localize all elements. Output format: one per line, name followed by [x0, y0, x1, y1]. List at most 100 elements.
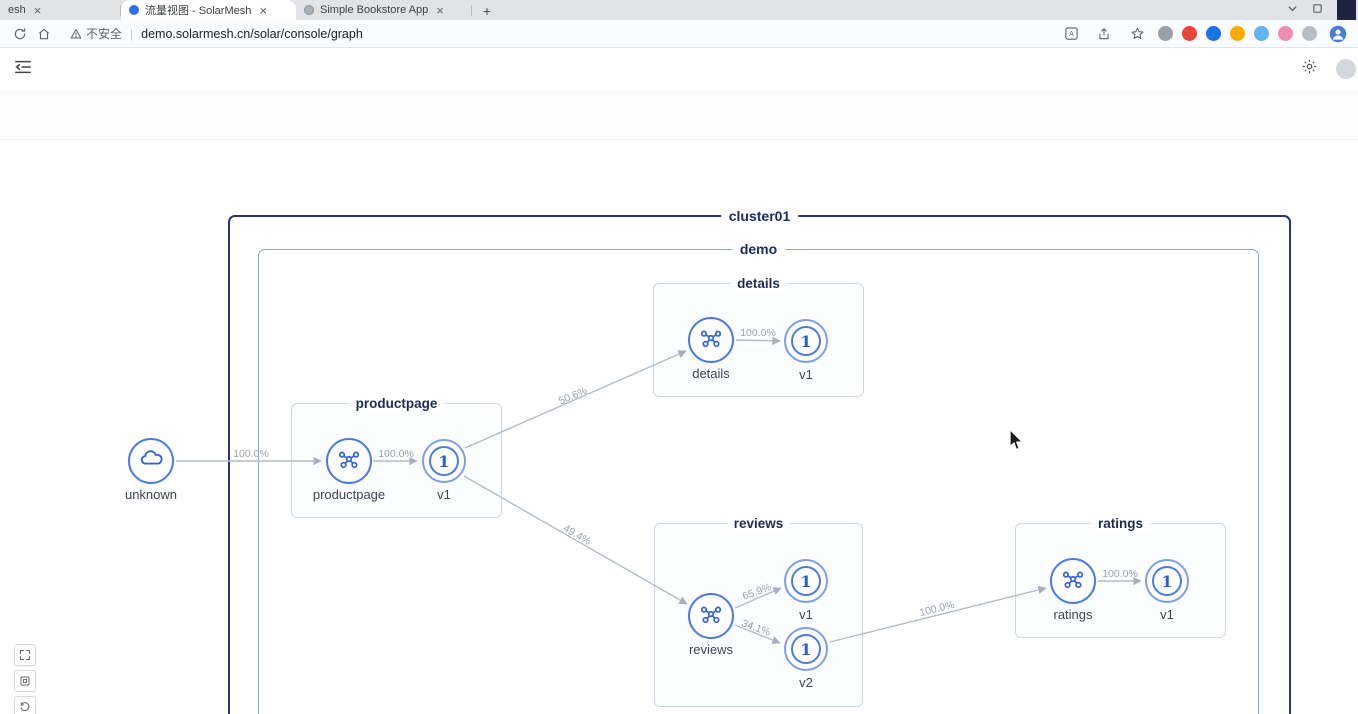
- extension-icon[interactable]: [1158, 26, 1173, 41]
- home-icon[interactable]: [32, 22, 56, 46]
- translate-icon[interactable]: A: [1059, 22, 1083, 46]
- window-corner: [1337, 0, 1356, 20]
- extension-icon[interactable]: [1278, 26, 1293, 41]
- node-reviews-v1[interactable]: 1 v1: [783, 558, 829, 622]
- zoom-controls: [14, 644, 36, 714]
- workload-replica-count: 1: [429, 446, 459, 476]
- tab-label: esh: [8, 4, 26, 16]
- tab-favicon: [129, 5, 139, 15]
- url-text[interactable]: demo.solarmesh.cn/solar/console/graph: [141, 26, 363, 41]
- node-label: reviews: [688, 642, 734, 657]
- workload-node-ring: 1: [784, 559, 828, 603]
- graph-layer: cluster01 demo details productpage reviews ra…: [0, 141, 1358, 714]
- node-label: details: [692, 366, 730, 381]
- graph-container-label: demo: [731, 241, 786, 258]
- node-label: v1: [799, 607, 813, 622]
- tab-search-chevron-icon[interactable]: [1287, 1, 1298, 19]
- fit-view-button[interactable]: [14, 644, 36, 666]
- service-node-circle: [326, 438, 372, 484]
- workload-replica-count: 1: [791, 566, 821, 596]
- node-productpage-svc[interactable]: productpage: [313, 438, 385, 502]
- legend-button[interactable]: [14, 670, 36, 692]
- workload-replica-count: 1: [1152, 566, 1182, 596]
- node-label: v1: [437, 487, 451, 502]
- service-node-circle: [1050, 558, 1096, 604]
- node-label: v1: [799, 367, 813, 382]
- node-label: v1: [1160, 607, 1174, 622]
- edge-traffic-percentage: 100.0%: [378, 448, 414, 460]
- service-group-ratings[interactable]: ratings: [1015, 515, 1226, 638]
- bookmark-star-icon[interactable]: [1125, 22, 1149, 46]
- tab-favicon: [304, 5, 314, 15]
- security-chip[interactable]: 不安全: [70, 25, 122, 42]
- node-details-v1[interactable]: 1 v1: [783, 318, 829, 382]
- workload-node-ring: 1: [1145, 559, 1189, 603]
- tab-label: Simple Bookstore App: [320, 4, 429, 16]
- window-restore-icon[interactable]: [1312, 1, 1323, 19]
- workload-node-ring: 1: [784, 627, 828, 671]
- service-node-circle: [688, 593, 734, 639]
- service-mesh-icon: [1060, 566, 1086, 597]
- menu-fold-icon[interactable]: [14, 59, 32, 80]
- settings-gear-icon[interactable]: [1301, 58, 1318, 80]
- new-tab-button[interactable]: +: [482, 3, 492, 19]
- tab-traffic-view[interactable]: 流量视图 - SolarMesh ×: [121, 0, 296, 20]
- filter-bar: 集群: cluster01 × 命名空间: demo ×: [0, 90, 1358, 230]
- tab-bookstore[interactable]: Simple Bookstore App ×: [296, 0, 471, 20]
- graph-container-demo: demo: [258, 241, 1259, 714]
- reload-icon[interactable]: [8, 22, 32, 46]
- node-ratings-v1[interactable]: 1 v1: [1144, 558, 1190, 622]
- graph-canvas[interactable]: cluster01 demo details productpage reviews ra…: [0, 141, 1358, 714]
- node-label: ratings: [1053, 607, 1093, 622]
- service-group-reviews[interactable]: reviews: [654, 515, 863, 707]
- tab-close-icon[interactable]: ×: [33, 2, 42, 18]
- tab-solarmesh-partial[interactable]: esh ×: [0, 0, 120, 20]
- service-group-label: ratings: [1090, 515, 1151, 531]
- service-group-label: details: [730, 275, 787, 291]
- tab-strip: esh × 流量视图 - SolarMesh × Simple Bookstor…: [0, 0, 1358, 20]
- extension-icon[interactable]: [1230, 26, 1245, 41]
- tab-close-icon[interactable]: ×: [259, 2, 267, 18]
- node-unknown[interactable]: unknown: [125, 438, 177, 502]
- svg-text:A: A: [1069, 31, 1074, 38]
- node-label: v2: [799, 675, 813, 690]
- edge-traffic-percentage: 100.0%: [740, 327, 776, 339]
- security-label: 不安全: [86, 27, 123, 41]
- node-productpage-v1[interactable]: 1 v1: [421, 438, 467, 502]
- tab-separator: [471, 5, 472, 16]
- address-bar: 不安全 | demo.solarmesh.cn/solar/console/gr…: [0, 20, 1358, 48]
- extension-icon[interactable]: [1206, 26, 1221, 41]
- node-label: productpage: [312, 487, 386, 502]
- tab-label: 流量视图 - SolarMesh: [145, 5, 252, 17]
- service-group-label: productpage: [348, 395, 445, 411]
- service-group-label: reviews: [726, 515, 791, 531]
- node-ratings-svc[interactable]: ratings: [1050, 558, 1096, 622]
- service-mesh-icon: [698, 325, 724, 356]
- app-toolbar: [0, 48, 1358, 90]
- graph-container-label: cluster01: [720, 208, 799, 225]
- warning-icon: [70, 28, 82, 38]
- workload-node-ring: 1: [784, 319, 828, 363]
- extension-icon[interactable]: [1254, 26, 1269, 41]
- workload-node-ring: 1: [422, 439, 466, 483]
- edge-traffic-percentage: 100.0%: [233, 448, 269, 460]
- tab-close-icon[interactable]: ×: [436, 2, 444, 18]
- user-avatar[interactable]: [1336, 59, 1356, 79]
- cloud-icon: [138, 445, 165, 477]
- extension-icons: [1158, 26, 1317, 41]
- node-details-svc[interactable]: details: [688, 317, 734, 381]
- node-reviews-v2[interactable]: 1 v2: [783, 626, 829, 690]
- workload-replica-count: 1: [791, 326, 821, 356]
- extension-icon[interactable]: [1182, 26, 1197, 41]
- workload-replica-count: 1: [791, 634, 821, 664]
- reset-view-button[interactable]: [14, 696, 36, 714]
- service-group-details[interactable]: details: [653, 275, 864, 397]
- unknown-node-circle: [128, 438, 174, 484]
- extension-icon[interactable]: [1302, 26, 1317, 41]
- tab-separator: [120, 5, 121, 16]
- profile-avatar[interactable]: [1326, 22, 1350, 46]
- node-label: unknown: [124, 487, 178, 502]
- share-icon[interactable]: [1092, 22, 1116, 46]
- node-reviews-svc[interactable]: reviews: [688, 593, 734, 657]
